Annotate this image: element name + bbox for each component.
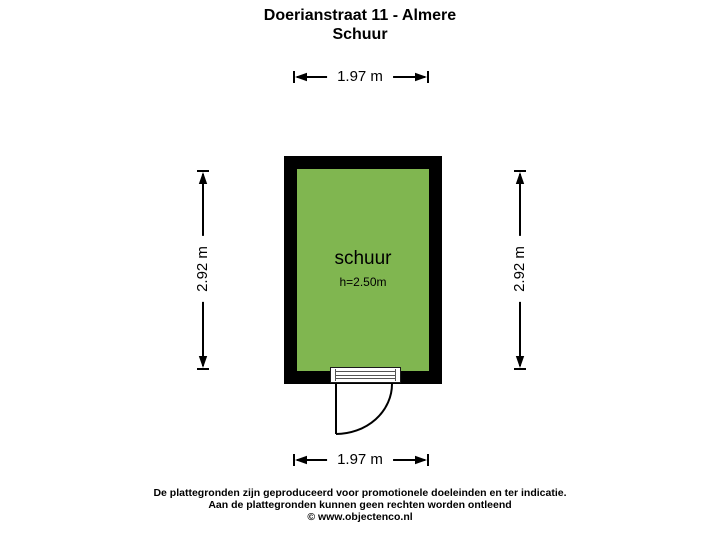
room-floor: schuur h=2.50m <box>297 169 429 371</box>
door-sill-endcap <box>335 369 336 381</box>
door-sill <box>330 367 401 383</box>
dimension-label-left: 2.92 m <box>192 236 214 302</box>
room-name-label: schuur <box>334 247 392 269</box>
footer-copyright: © www.objectenco.nl <box>307 511 413 523</box>
footer-disclaimer-line1: De plattegronden zijn geproduceerd voor … <box>153 487 567 499</box>
footer-disclaimer: De plattegronden zijn geproduceerd voor … <box>0 487 720 523</box>
room-ceiling-height-label: h=2.50m <box>339 274 387 289</box>
door-sill-stripe <box>336 378 395 379</box>
page-title-address: Doerianstraat 11 - Almere <box>263 7 457 24</box>
page-title-floor: Schuur <box>332 26 388 43</box>
door-swing-arc <box>335 383 393 435</box>
door-sill-endcap <box>395 369 396 381</box>
door-sill-stripe <box>336 371 395 372</box>
dimension-label-bottom: 1.97 m <box>327 449 393 471</box>
dimension-label-top: 1.97 m <box>327 66 393 88</box>
footer-disclaimer-line2: Aan de plattegronden kunnen geen rechten… <box>208 499 512 511</box>
dimension-label-right: 2.92 m <box>509 236 531 302</box>
door-sill-stripe <box>336 374 395 376</box>
page-title: Doerianstraat 11 - Almere Schuur <box>0 6 720 44</box>
door-swing <box>335 383 393 435</box>
